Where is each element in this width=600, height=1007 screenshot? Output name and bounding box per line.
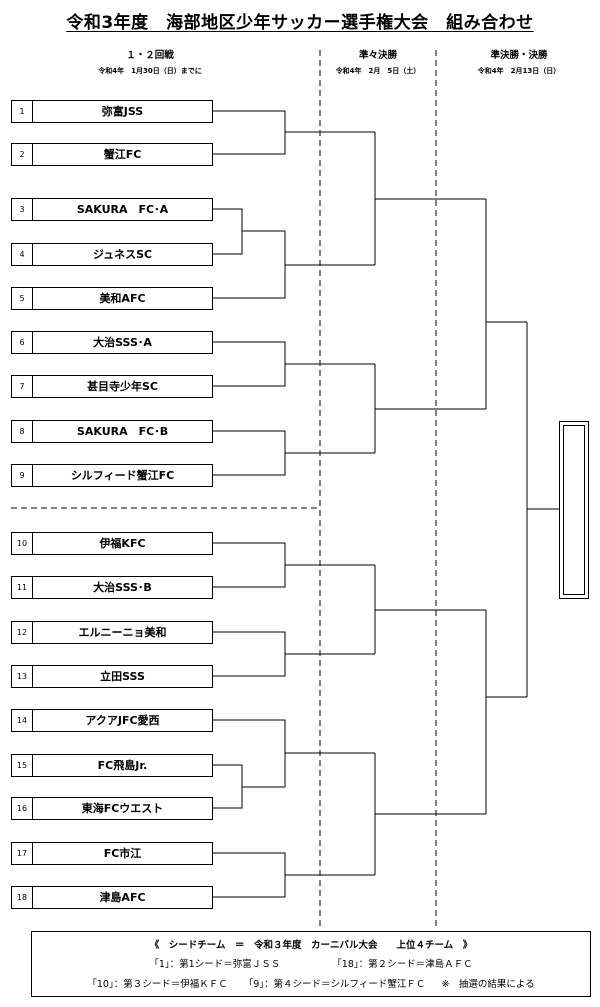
team-name: シルフィード蟹江FC [32,464,213,487]
team-name: 大治SSS･B [32,576,213,599]
seed-note-line-2: 「1」：第1シード＝弥富ＪＳＳ 「18」：第２シード＝津島ＡＦＣ [32,956,590,970]
semifinal-final-heading: 準決勝・決勝 [490,50,548,61]
seed-1-text: 「1」：第1シード＝弥富ＪＳＳ [149,959,281,970]
seed-4-text: 「9」：第４シード＝シルフィード蟹江ＦＣ [243,979,426,990]
team-name: FC市江 [32,842,213,865]
seed-2-text: 「18」：第２シード＝津島ＡＦＣ [332,959,473,970]
team-number: 13 [11,665,33,688]
team-name: 津島AFC [32,886,213,909]
match-17-18 [211,852,286,898]
team-name: ジュネスSC [32,243,213,266]
page-title: 令和3年度 海部地区少年サッカー選手権大会 組み合わせ [66,13,534,33]
match-12-13 [211,631,286,677]
seed-note-heading: 《 シードチーム ＝ 令和３年度 カーニバル大会 上位４チーム 》 [149,940,473,951]
champion-box [559,421,589,599]
team-number: 6 [11,331,33,354]
team-name: 弥富JSS [32,100,213,123]
team-number: 5 [11,287,33,310]
match-1-2 [211,110,286,155]
match-10-11 [211,542,286,588]
match-3-4 [211,208,243,255]
team-number: 2 [11,143,33,166]
match-34-5 [211,231,286,299]
semifinal-final-date: 令和4年 2月13日（日） [477,67,561,75]
team-name: 伊福KFC [32,532,213,555]
team-name: 大治SSS･A [32,331,213,354]
seed-3-text: 「10」：第３シード＝伊福ＫＦＣ [87,979,228,990]
seed-note-box: 《 シードチーム ＝ 令和３年度 カーニバル大会 上位４チーム 》 「1」：第1… [31,931,591,997]
team-number: 4 [11,243,33,266]
lottery-note: ※ 抽選の結果による [441,979,535,990]
team-number: 18 [11,886,33,909]
quarterfinal-date: 令和4年 2月 5日（土） [335,67,421,75]
team-name: SAKURA FC･A [32,198,213,221]
team-number: 16 [11,797,33,820]
team-number: 10 [11,532,33,555]
match-6-7 [211,341,286,387]
team-number: 14 [11,709,33,732]
match-8-9 [211,430,286,476]
quarterfinal-heading: 準々決勝 [358,50,397,61]
team-number: 15 [11,754,33,777]
team-name: SAKURA FC･B [32,420,213,443]
team-name: アクアJFC愛西 [32,709,213,732]
team-number: 11 [11,576,33,599]
team-number: 7 [11,375,33,398]
team-number: 8 [11,420,33,443]
team-name: エルニーニョ美和 [32,621,213,644]
team-number: 17 [11,842,33,865]
match-15-16 [211,764,243,809]
team-name: FC飛島Jr. [32,754,213,777]
team-number: 1 [11,100,33,123]
team-number: 3 [11,198,33,221]
round1-date: 令和4年 1月30日（日）までに [98,67,202,75]
round1-heading: １・２回戦 [126,50,174,61]
team-name: 甚目寺少年SC [32,375,213,398]
team-number: 9 [11,464,33,487]
team-name: 美和AFC [32,287,213,310]
match-14-1516 [211,719,286,787]
team-name: 蟹江FC [32,143,213,166]
seed-note-line-3: 「10」：第３シード＝伊福ＫＦＣ 「9」：第４シード＝シルフィード蟹江ＦＣ ※ … [32,976,590,990]
team-name: 東海FCウエスト [32,797,213,820]
team-number: 12 [11,621,33,644]
team-name: 立田SSS [32,665,213,688]
